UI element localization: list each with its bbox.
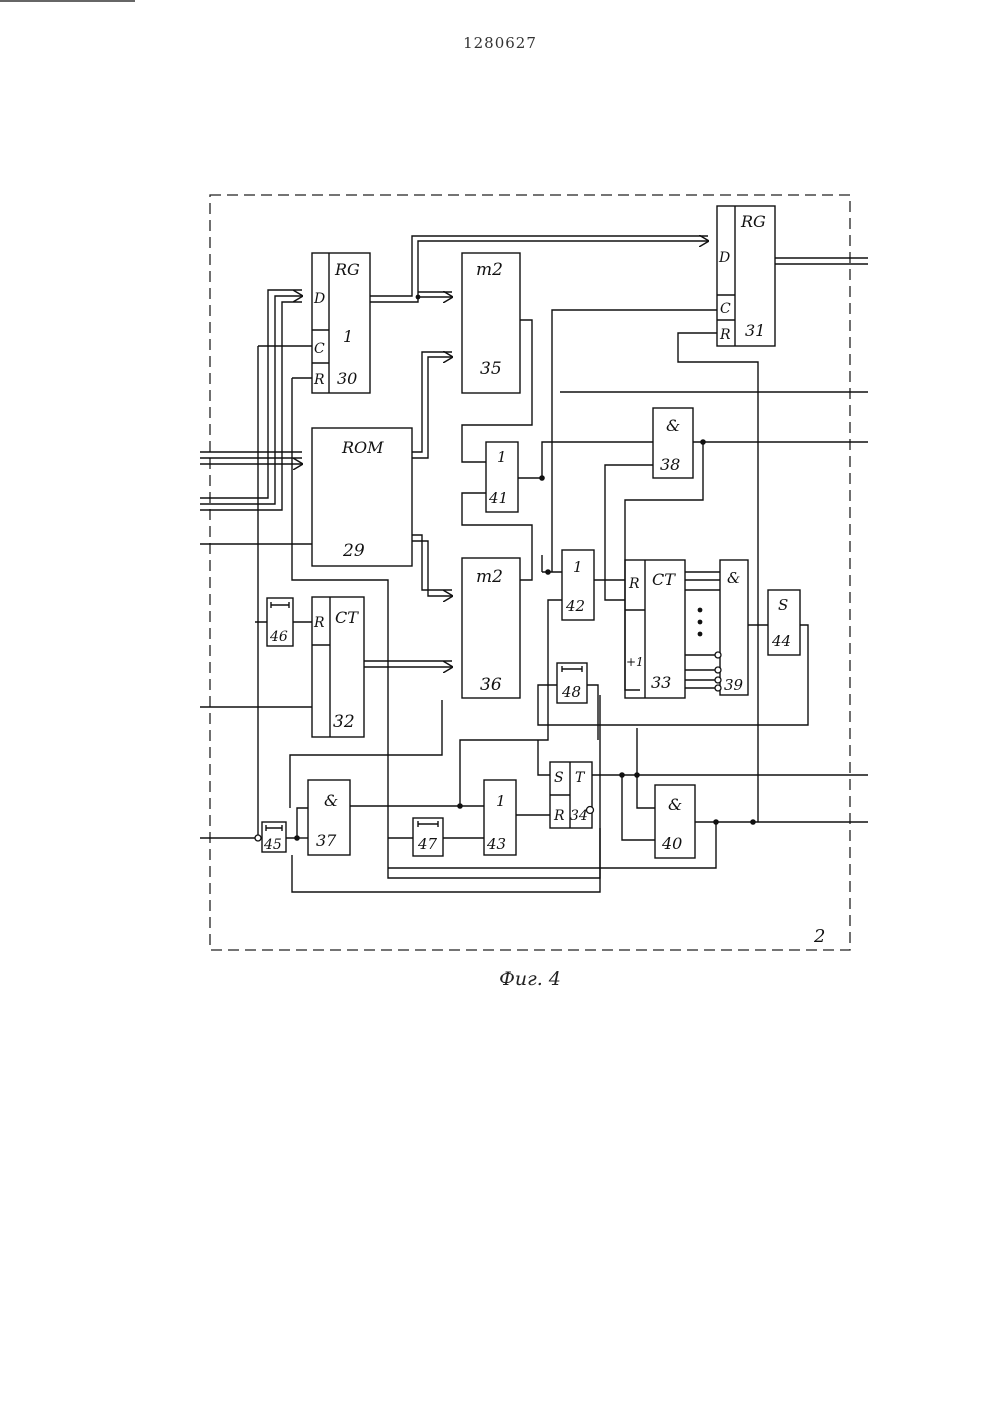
reg31-port-d: D xyxy=(718,250,730,266)
and37-number: 37 xyxy=(316,831,337,850)
trigger-port-r: R xyxy=(553,808,565,824)
sum44-type: S xyxy=(778,596,788,614)
rom-type: ROM xyxy=(341,438,384,457)
sum44-number: 44 xyxy=(771,632,791,650)
pulse48-number: 48 xyxy=(561,683,581,701)
or42-type: 1 xyxy=(573,558,583,576)
ct32-port-r: R xyxy=(313,615,325,631)
or41-number: 41 xyxy=(488,489,508,507)
and38-type: & xyxy=(666,416,680,435)
pulse45-number: 45 xyxy=(263,837,282,853)
figure-caption: Фиг. 4 xyxy=(440,968,620,990)
ct32-type: CT xyxy=(335,608,359,627)
unit-boundary xyxy=(210,195,850,950)
reg30-port-r: R xyxy=(313,372,325,388)
and38-number: 38 xyxy=(660,455,680,474)
and37-type: & xyxy=(324,791,338,810)
reg30-port-c: C xyxy=(314,341,325,357)
trigger-port-s: S xyxy=(554,770,564,786)
ct33-number: 33 xyxy=(651,673,671,692)
or42-number: 42 xyxy=(565,597,585,615)
trigger-type: T xyxy=(575,770,586,786)
or43-type: 1 xyxy=(496,792,506,810)
ct33-port-inc: +1 xyxy=(626,655,644,669)
ct33-port-r: R xyxy=(628,576,640,592)
and40-number: 40 xyxy=(661,834,682,853)
and40-type: & xyxy=(668,795,682,814)
reg31-port-c: C xyxy=(720,301,731,317)
ct32-number: 32 xyxy=(333,712,355,732)
unit-label: 2 xyxy=(813,926,825,947)
ct33-type: CT xyxy=(652,570,676,589)
xor35-number: 35 xyxy=(480,359,502,379)
rom-number: 29 xyxy=(342,541,365,561)
reg31-number: 31 xyxy=(745,321,765,340)
reg31-type: RG xyxy=(740,212,766,231)
pulse46-number: 46 xyxy=(269,629,288,645)
reg31-port-r: R xyxy=(719,327,731,343)
and39-number: 39 xyxy=(724,676,744,694)
and39-type: & xyxy=(727,569,740,587)
pulse47-number: 47 xyxy=(417,835,438,853)
or41-type: 1 xyxy=(497,448,507,466)
xor36-number: 36 xyxy=(480,675,502,695)
reg30-type: RG xyxy=(334,260,360,279)
reg30-number: 30 xyxy=(337,369,357,388)
reg30-port-d: D xyxy=(313,291,325,307)
or43-number: 43 xyxy=(486,835,506,853)
xor36-type: m2 xyxy=(476,567,503,587)
trigger-number: 34 xyxy=(570,808,588,824)
reg30-inner: 1 xyxy=(343,327,353,346)
xor35-type: m2 xyxy=(476,260,503,280)
